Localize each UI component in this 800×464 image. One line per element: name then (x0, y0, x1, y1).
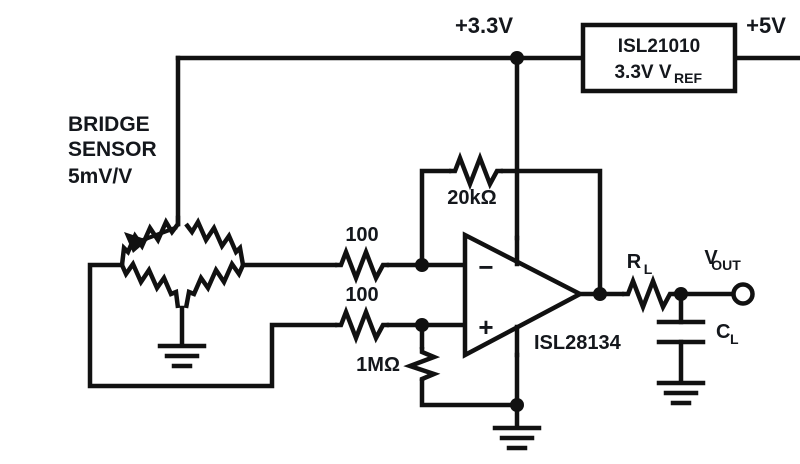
operational-amplifier[interactable] (462, 231, 585, 359)
junction-vout-node (674, 287, 688, 301)
junction-3v3-rail (510, 51, 524, 65)
bridge-sensor[interactable] (119, 217, 246, 309)
vref-part-number: ISL21010 (618, 36, 700, 57)
vref-value-label: 3.3V V (614, 62, 671, 83)
ground-symbol-opamp (492, 425, 542, 451)
bias-resistor-label: 1MΩ (356, 354, 400, 376)
feedback-resistor-label: 20kΩ (447, 187, 496, 209)
vref-subscript: REF (674, 70, 702, 86)
opamp-inverting-sign: − (478, 252, 493, 282)
input-resistor-noninverting[interactable] (335, 305, 389, 345)
rail-label-5v: +5V (746, 13, 786, 38)
net-feedback (419, 168, 603, 297)
bridge-label-line2: SENSOR (68, 138, 157, 161)
input-resistor-noninverting-label: 100 (345, 284, 378, 306)
ground-symbol-bridge (157, 343, 207, 369)
feedback-resistor[interactable] (449, 151, 503, 191)
voltage-reference-ic[interactable] (580, 22, 738, 94)
opamp-noninverting-sign: + (478, 312, 493, 342)
junction-noninverting-node (415, 318, 429, 332)
load-resistor-subscript: L (644, 261, 653, 277)
input-resistor-inverting[interactable] (335, 245, 389, 285)
junction-dots (415, 51, 688, 412)
input-resistor-inverting-label: 100 (345, 224, 378, 246)
bias-resistor[interactable] (403, 347, 441, 382)
output-terminal[interactable] (731, 282, 755, 306)
bridge-label-line3: 5mV/V (68, 165, 132, 188)
bridge-label-line1: BRIDGE (68, 113, 150, 136)
vout-subscript: OUT (711, 257, 741, 273)
vout-label: V (704, 247, 718, 269)
load-resistor-label: R (627, 251, 642, 273)
junction-ground-node (510, 398, 524, 412)
net-3v3-rail (175, 55, 586, 241)
ground-symbol-output (656, 380, 706, 406)
opamp-part-number: ISL28134 (534, 332, 622, 354)
rail-label-3v3: +3.3V (455, 13, 513, 38)
load-capacitor-subscript: L (730, 331, 739, 347)
load-capacitor-label: C (716, 321, 730, 343)
junction-output-node (593, 287, 607, 301)
junction-inverting-node (415, 258, 429, 272)
load-capacitor[interactable] (656, 319, 706, 345)
load-resistor[interactable] (622, 274, 676, 314)
